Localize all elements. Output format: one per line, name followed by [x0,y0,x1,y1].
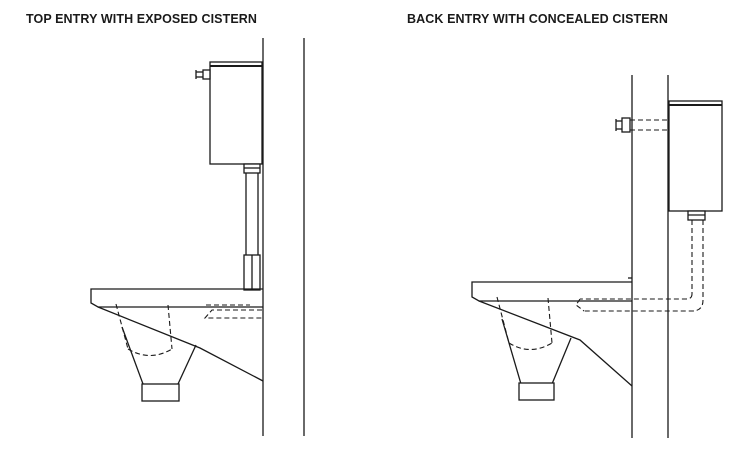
wall [631,75,669,438]
diagram-top-entry [90,38,305,436]
exposed-cistern [195,61,263,165]
diagram-title-back-entry: BACK ENTRY WITH CONCEALED CISTERN [407,12,668,26]
wall-hung-pan [471,277,633,401]
diagram-title-top-entry: TOP ENTRY WITH EXPOSED CISTERN [26,12,258,26]
flush-pipe [243,163,261,291]
diagram-back-entry [471,75,723,438]
flush-button [615,117,669,133]
concealed-cistern [668,100,723,221]
wall [262,38,305,436]
concealed-flush-pipe [575,220,704,312]
wall-hung-pan [90,288,264,402]
